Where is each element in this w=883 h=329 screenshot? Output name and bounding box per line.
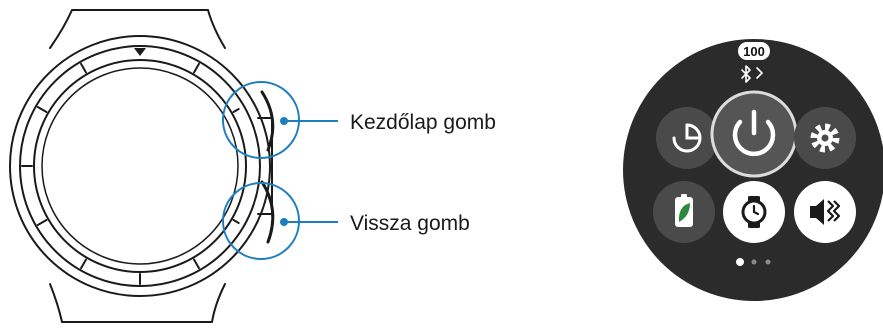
page-dot	[751, 259, 757, 265]
watch-only-mode-button[interactable]	[723, 181, 785, 243]
watch-display	[41, 67, 239, 265]
power-button[interactable]	[710, 90, 798, 178]
watch-illustration	[9, 9, 275, 323]
power-icon	[732, 109, 776, 157]
watch-strap-bottom	[49, 283, 226, 323]
battery-level: 100	[743, 44, 765, 59]
watch-strap-top	[49, 9, 226, 49]
bluetooth-icon	[741, 65, 751, 83]
bezel-tick	[80, 62, 87, 74]
home-key-label: Kezdőlap gomb	[350, 111, 496, 134]
bezel-tick	[193, 62, 200, 74]
bezel-tick	[232, 108, 240, 113]
sound-mute-icon	[810, 199, 841, 225]
battery-badge	[738, 42, 770, 60]
bezel-tick	[232, 219, 240, 224]
back-key-callout-dot	[280, 218, 288, 226]
bezel-tick	[36, 106, 48, 113]
bezel-tick	[193, 258, 200, 270]
watch-back-key	[260, 180, 275, 244]
home-key-callout-dot	[280, 117, 288, 125]
settings-gear-icon	[810, 123, 840, 153]
watch-only-mode-icon	[741, 196, 767, 228]
quick-panel-screen: 100	[623, 39, 883, 301]
power-saving-button[interactable]	[653, 181, 715, 243]
data-usage-button[interactable]	[656, 107, 718, 169]
page-indicator	[736, 258, 771, 266]
settings-button[interactable]	[794, 107, 856, 169]
data-usage-icon	[672, 123, 702, 153]
chevron-right-icon	[756, 67, 763, 79]
bezel-tick	[80, 258, 87, 270]
bezel-marker-triangle	[134, 48, 146, 56]
watch-side-case	[257, 117, 273, 215]
sound-mute-button[interactable]	[794, 181, 856, 243]
back-key-label: Vissza gomb	[350, 212, 470, 235]
page-dot-active	[736, 258, 744, 266]
bezel-tick	[36, 219, 48, 226]
power-saving-icon	[675, 194, 693, 227]
watch-bezel-inner	[33, 59, 247, 273]
watch-bezel	[19, 45, 261, 287]
watch-case	[9, 35, 271, 297]
watch-home-key	[260, 90, 275, 152]
bezel-ticks	[21, 62, 240, 285]
page-dot	[765, 259, 771, 265]
